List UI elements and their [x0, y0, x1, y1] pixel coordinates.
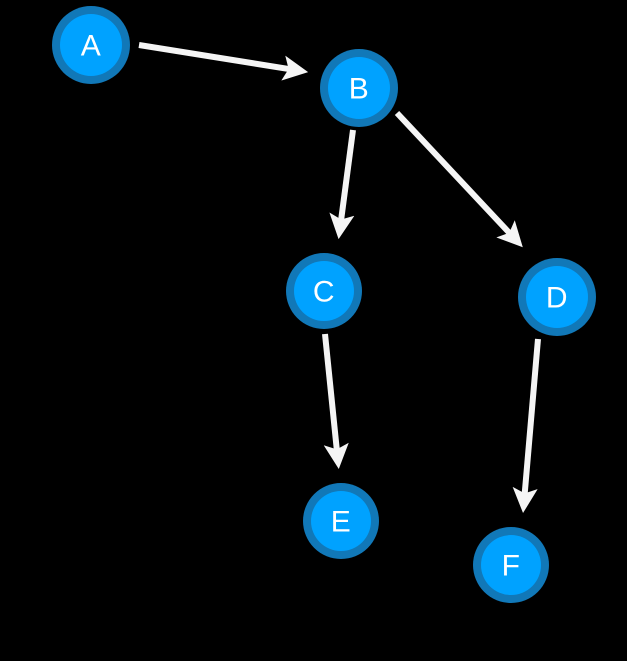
edge-d-to-f[interactable] [512, 338, 541, 514]
node-f[interactable]: F [473, 527, 549, 603]
node-c-fill [294, 261, 354, 321]
node-c-label: C [313, 276, 335, 309]
node-a-label: A [81, 30, 102, 63]
edges-layer [138, 42, 541, 514]
node-b-label: B [349, 73, 370, 106]
node-a[interactable]: A [52, 6, 130, 84]
edge-b-to-c[interactable] [329, 129, 356, 240]
node-a-fill [60, 14, 122, 76]
node-e[interactable]: E [303, 483, 379, 559]
node-f-label: F [502, 550, 521, 583]
node-d[interactable]: D [518, 258, 596, 336]
edge-b-to-d[interactable] [394, 110, 523, 248]
node-d-label: D [546, 282, 568, 315]
nodes-layer: A B C D E F [52, 6, 596, 603]
node-f-fill [481, 535, 541, 595]
node-e-label: E [331, 506, 352, 539]
edge-a-to-b[interactable] [138, 42, 309, 81]
node-c[interactable]: C [286, 253, 362, 329]
node-b-fill [328, 57, 390, 119]
edge-c-to-e[interactable] [322, 333, 349, 470]
node-e-fill [311, 491, 371, 551]
node-d-fill [526, 266, 588, 328]
node-b[interactable]: B [320, 49, 398, 127]
